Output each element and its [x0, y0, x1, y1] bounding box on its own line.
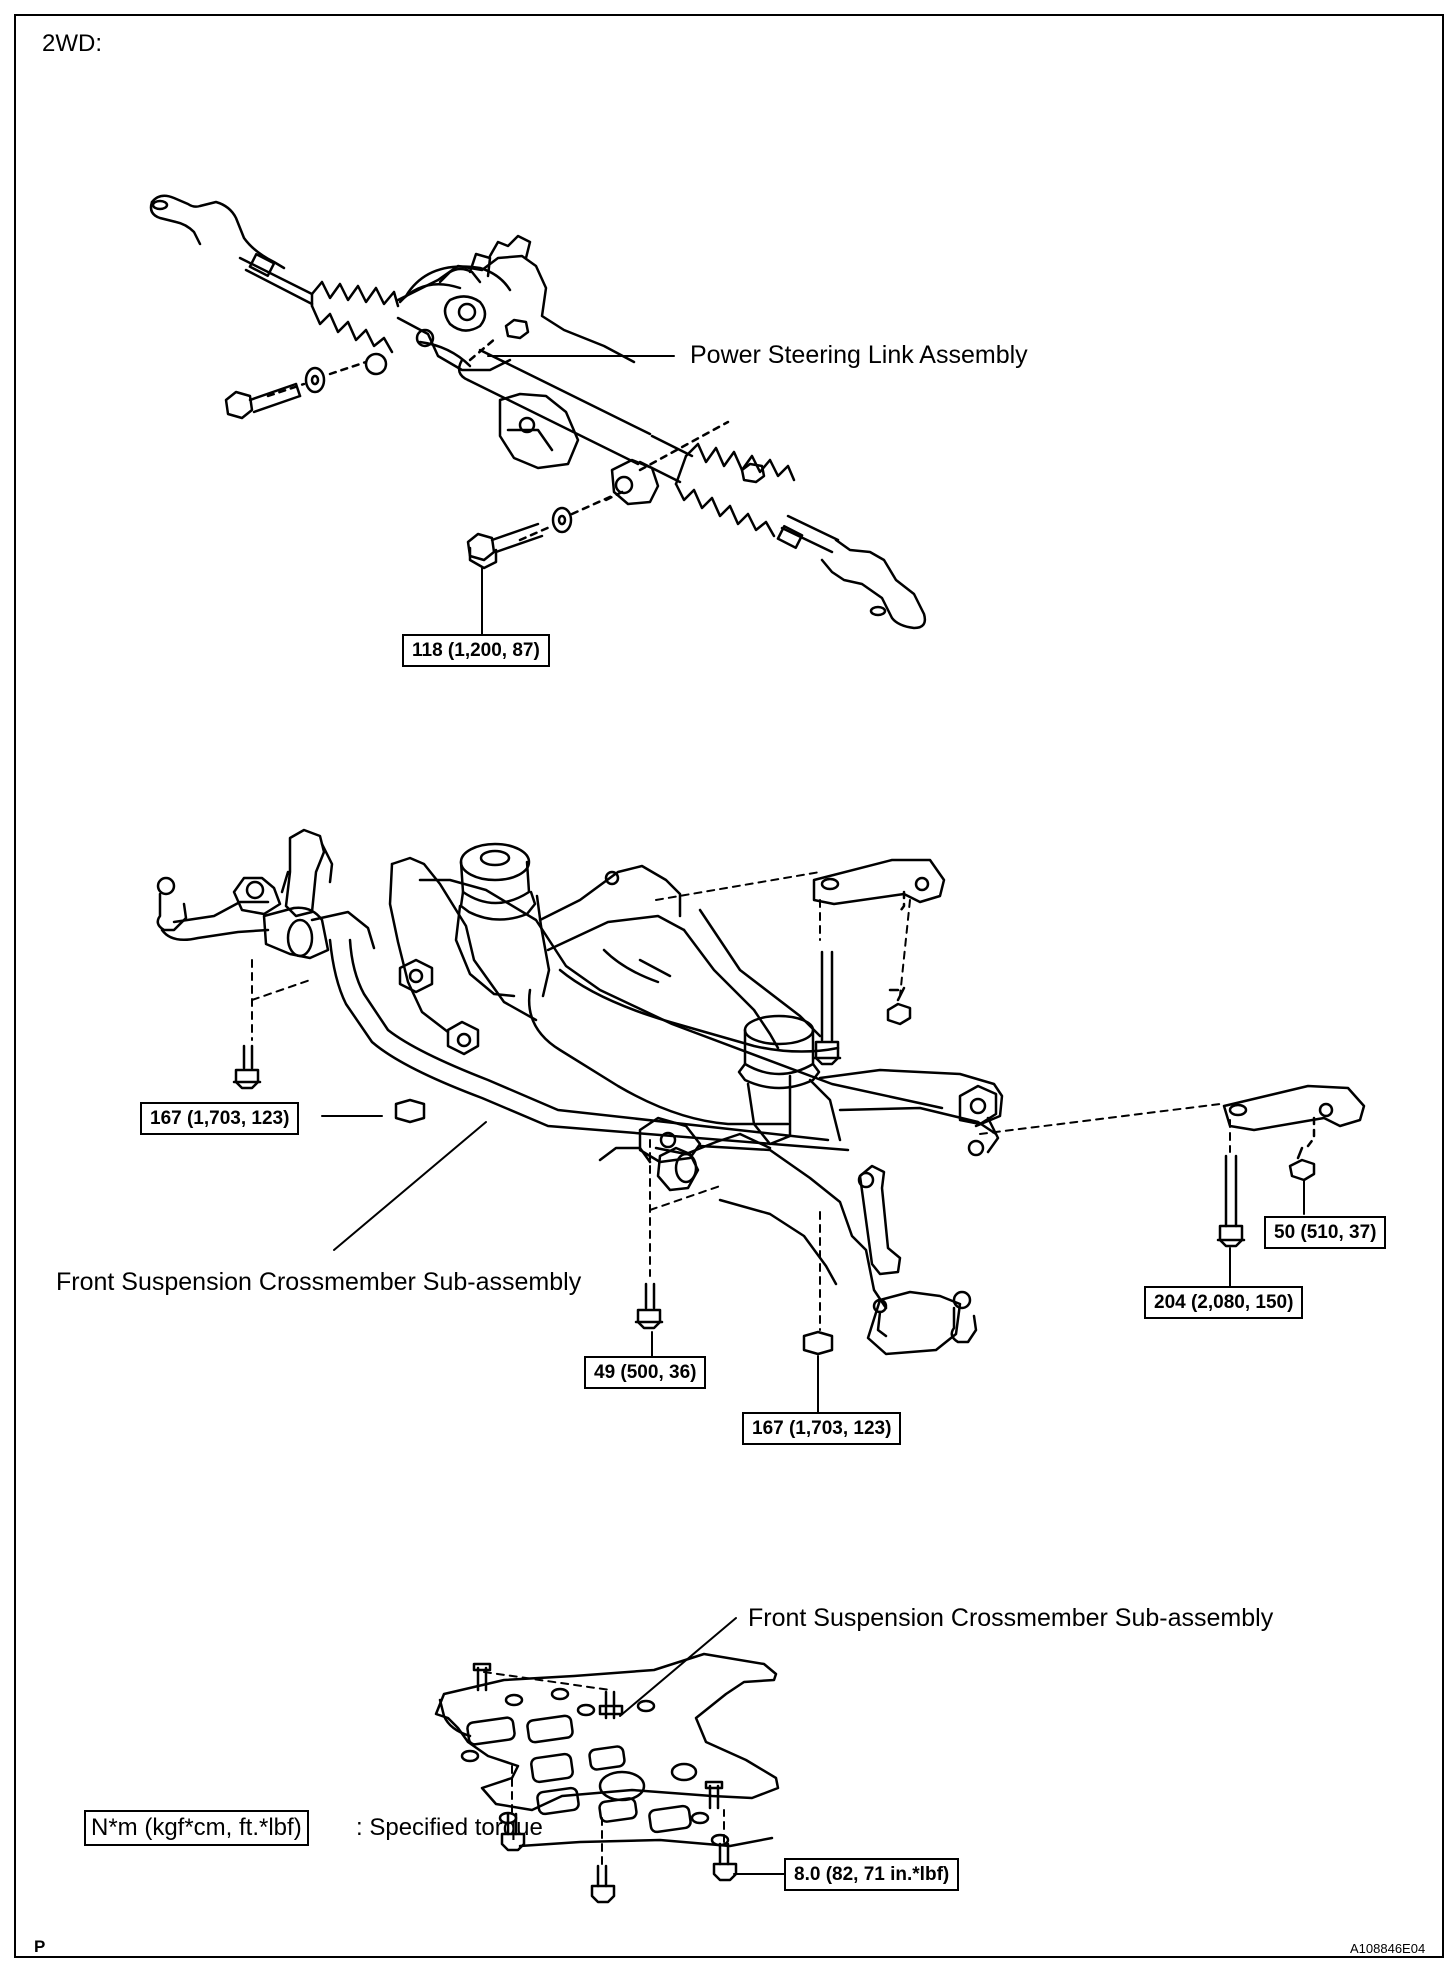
torque-stabilizer-right: 167 (1,703, 123): [742, 1412, 902, 1445]
crossmember-illustration: [156, 828, 1004, 1356]
center-crossmember-hardware: [634, 1282, 834, 1356]
upper-bracket-illustration: [812, 858, 946, 1066]
steering-assembly-label: Power Steering Link Assembly: [690, 341, 1028, 369]
leader-line-crossmember: [333, 1121, 487, 1251]
torque-lower-arm-bolt: 49 (500, 36): [584, 1356, 707, 1389]
torque-unit-legend: N*m (kgf*cm, ft.*lbf): [84, 1810, 309, 1846]
torque-cover-bolt: 8.0 (82, 71 in.*lbf): [784, 1858, 960, 1891]
corner-mark: P: [34, 1937, 46, 1956]
under-cover-illustration: [434, 1652, 780, 1848]
leader-line-cover: [619, 1617, 737, 1717]
torque-bracket-bolt: 50 (510, 37): [1264, 1216, 1387, 1249]
page-frame: [14, 14, 1444, 1958]
crossmember-label: Front Suspension Crossmember Sub-assembl…: [56, 1268, 582, 1296]
lower-bracket-illustration: [1216, 1084, 1366, 1248]
crossmember-alignment-lines: [251, 871, 1231, 1331]
figure-code: A108846E04: [1350, 1941, 1426, 1956]
left-crossmember-hardware: [232, 1044, 426, 1124]
torque-stabilizer-left: 167 (1,703, 123): [140, 1102, 300, 1135]
torque-legend-description: : Specified torque: [356, 1814, 543, 1841]
under-cover-alignment-lines: [483, 1671, 725, 1865]
variant-heading: 2WD:: [42, 30, 102, 57]
steering-rack-illustration: [149, 194, 927, 630]
under-cover-bolts: [500, 1690, 738, 1904]
torque-steering-bolt: 118 (1,200, 87): [402, 634, 550, 667]
torque-crossmember-bolt: 204 (2,080, 150): [1144, 1286, 1304, 1319]
under-cover-label: Front Suspension Crossmember Sub-assembl…: [748, 1604, 1274, 1632]
